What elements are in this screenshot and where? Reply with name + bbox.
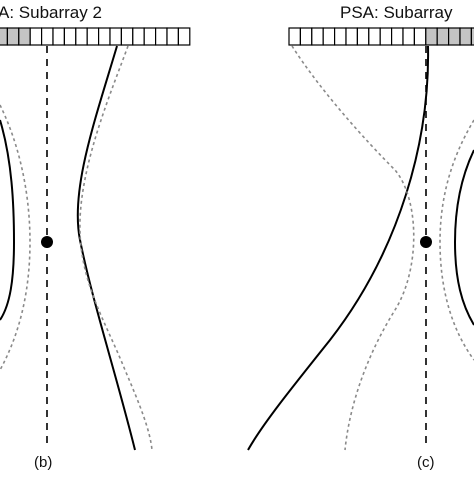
panel-b-array-element bbox=[132, 27, 145, 46]
panel-b-array-element bbox=[166, 27, 179, 46]
panel-c-array-element bbox=[345, 27, 358, 46]
panel-c-array-element bbox=[448, 27, 461, 46]
panel-b-array-element bbox=[63, 27, 77, 46]
panel-c-array-element bbox=[356, 27, 370, 46]
panel-c: PSA: Subarray (c) bbox=[247, 3, 474, 471]
panel-c-focus-point bbox=[420, 236, 432, 248]
panel-c-envelope-left bbox=[291, 45, 415, 451]
panel-c-envelope-right bbox=[439, 119, 474, 361]
panel-b-array-element bbox=[109, 27, 122, 46]
panel-b-transducer-array bbox=[0, 27, 191, 46]
panel-b-envelope-right bbox=[79, 45, 153, 451]
panel-b-array-element bbox=[120, 27, 134, 46]
panel-c-array-element bbox=[425, 27, 438, 46]
panel-c-array-element bbox=[459, 27, 472, 46]
panel-c-array-element bbox=[413, 27, 427, 46]
panel-b-array-element bbox=[6, 27, 20, 46]
panel-b-array-element bbox=[86, 27, 100, 46]
panel-c-array-element bbox=[322, 27, 336, 46]
panel-c-array-element bbox=[391, 27, 404, 46]
panel-c-transducer-array bbox=[288, 27, 474, 46]
panel-b-title: A: Subarray 2 bbox=[0, 3, 102, 22]
panel-b-array-element bbox=[75, 27, 88, 46]
panel-b: A: Subarray 2 (b) bbox=[0, 3, 191, 471]
panel-c-array-element bbox=[311, 27, 324, 46]
panel-c-beam-edge bbox=[247, 45, 430, 451]
panel-c-array-element bbox=[470, 27, 474, 46]
panel-b-array-element bbox=[18, 27, 31, 46]
panel-b-array-element bbox=[143, 27, 157, 46]
panel-b-array-element bbox=[40, 27, 54, 46]
panel-b-array-element bbox=[0, 27, 8, 46]
panel-c-array-element bbox=[368, 27, 381, 46]
panel-c-array-element bbox=[334, 27, 347, 46]
panel-b-array-element bbox=[155, 27, 168, 46]
panel-c-title: PSA: Subarray bbox=[340, 3, 453, 22]
panel-b-label: (b) bbox=[34, 454, 52, 471]
panel-b-beam-edge-left bbox=[0, 119, 16, 321]
panel-b-envelope-left bbox=[0, 104, 31, 371]
panel-c-array-element bbox=[288, 27, 301, 46]
panel-b-array-element bbox=[29, 27, 43, 46]
panel-c-array-element bbox=[379, 27, 393, 46]
panel-c-array-element bbox=[402, 27, 415, 46]
panel-b-array-element bbox=[177, 27, 191, 46]
panel-c-label: (c) bbox=[417, 454, 435, 471]
panel-b-focus-point bbox=[41, 236, 53, 248]
panel-b-beam-edge-right bbox=[76, 45, 136, 451]
panel-c-array-element bbox=[299, 27, 313, 46]
panel-b-array-element bbox=[97, 27, 111, 46]
panel-c-beam-edge-right bbox=[453, 149, 474, 326]
panel-c-array-element bbox=[436, 27, 450, 46]
panel-b-array-element bbox=[52, 27, 65, 46]
